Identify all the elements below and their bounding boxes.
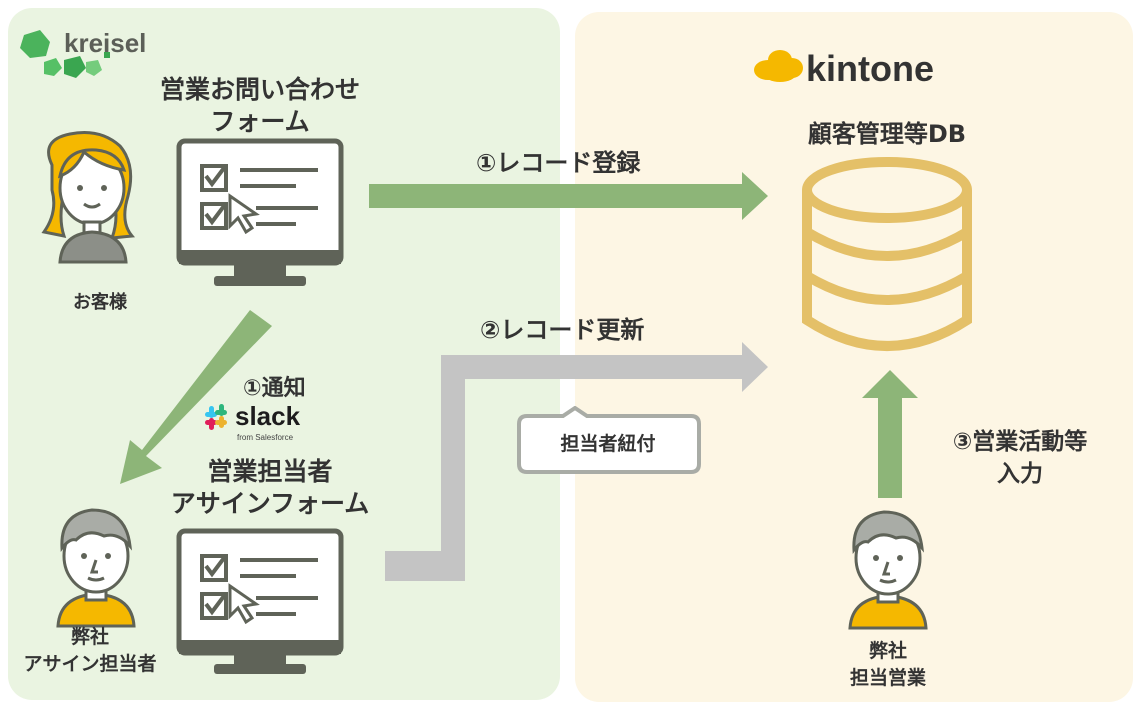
assignee-person-icon (56, 508, 136, 628)
notify-arrow (120, 310, 272, 484)
db-title: 顧客管理等DB (807, 120, 967, 148)
assignee-link-label: 担当者紐付 (560, 433, 656, 455)
slack-logo-text: slack (235, 401, 301, 431)
database-icon (802, 157, 972, 351)
customer-person-icon (41, 131, 136, 264)
kintone-cloud-icon (754, 50, 803, 82)
assignee-label: 弊社 アサイン担当者 (23, 626, 157, 675)
kintone-logo-text: kintone (806, 48, 934, 89)
assignee-link-bubble (517, 406, 701, 474)
register-flow-label: ①レコード登録 (476, 149, 641, 177)
customer-label: お客様 (73, 292, 127, 313)
sales-person-icon (848, 510, 928, 630)
sales-input-flow-label: ③営業活動等 入力 (952, 429, 1088, 487)
notify-flow-label: ①通知 (243, 376, 306, 401)
kreisel-logo-icon (20, 30, 110, 78)
kreisel-logo-text: kreisel (64, 28, 146, 58)
slack-icon (205, 404, 227, 430)
sales-label: 弊社 担当営業 (849, 640, 926, 689)
update-flow-label: ②レコード更新 (480, 316, 645, 344)
slack-logo-subtext: from Salesforce (237, 433, 294, 442)
inquiry-form-monitor-icon (176, 138, 344, 286)
register-arrow (369, 172, 768, 220)
inquiry-form-title: 営業お問い合わせ フォーム (159, 75, 360, 136)
assign-form-title: 営業担当者 アサインフォーム (170, 457, 370, 518)
assign-form-monitor-icon (176, 528, 344, 674)
sales-input-arrow (862, 370, 918, 498)
update-arrow (385, 342, 768, 581)
